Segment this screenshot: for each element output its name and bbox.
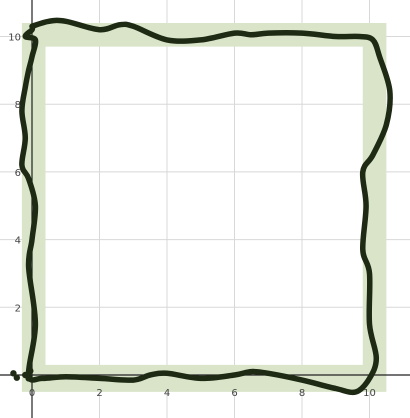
curve-line <box>19 17 393 396</box>
x-tick-label-5: 10 <box>363 388 376 399</box>
chart-band-series <box>21 22 387 392</box>
x-tick-label-0: 0 <box>29 388 35 399</box>
x-tick-label-3: 6 <box>231 388 237 399</box>
x-tick-label-2: 4 <box>164 388 170 399</box>
y-tick-label-0: 2 <box>15 303 21 314</box>
y-tick-label-4: 10 <box>8 33 21 44</box>
curve-origin-blob-4 <box>27 367 34 375</box>
chart-tick-labels: 0 2 4 6 8 10 2 4 6 8 10 <box>8 33 376 400</box>
curve-origin-blob-0 <box>10 370 17 377</box>
band-ring <box>21 22 387 392</box>
x-tick-label-1: 2 <box>96 388 102 399</box>
chart-curve-series <box>10 17 393 396</box>
y-tick-label-3: 8 <box>15 100 21 111</box>
y-tick-label-1: 4 <box>15 236 21 247</box>
curve-origin-blob-1 <box>13 374 21 381</box>
curve-origin-blob-3 <box>25 375 32 382</box>
y-tick-label-2: 6 <box>15 168 21 179</box>
x-tick-label-4: 8 <box>299 388 305 399</box>
